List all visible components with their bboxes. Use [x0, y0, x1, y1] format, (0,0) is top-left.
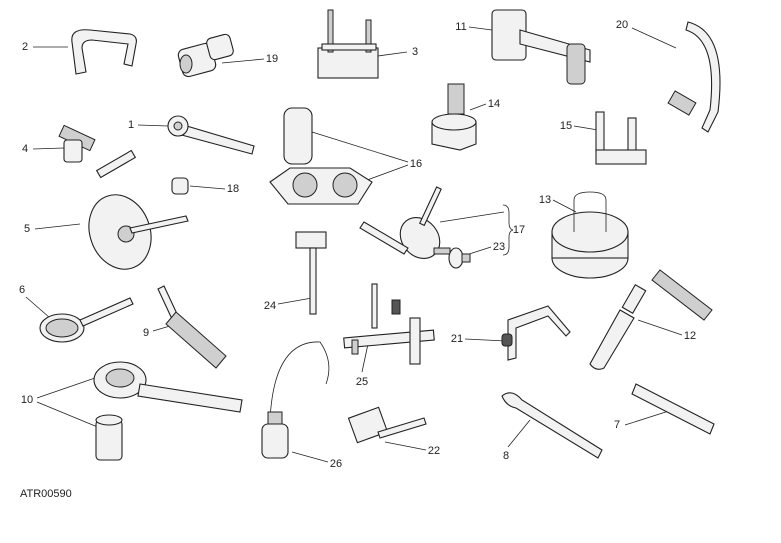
- callout-12: 12: [683, 330, 697, 342]
- callout-25: 25: [355, 376, 369, 388]
- callout-4: 4: [21, 143, 29, 155]
- tool-26-bottle: [261, 341, 330, 459]
- callout-22: 22: [427, 445, 441, 457]
- tool-4-puller-tbar: [58, 124, 137, 179]
- callout-20: 20: [615, 19, 629, 31]
- tool-19-socket: [177, 33, 234, 78]
- tool-18-nut: [171, 177, 189, 195]
- callout-6: 6: [18, 284, 26, 296]
- callout-11: 11: [455, 21, 467, 33]
- tool-13-cylinder-tool: [551, 191, 629, 279]
- tool-15-gauge-plate: [595, 111, 647, 165]
- tool-11-holder: [491, 9, 591, 85]
- callout-23: 23: [492, 241, 506, 253]
- tool-20-arc-bracket: [685, 21, 721, 133]
- tool-24-pin: [295, 231, 327, 315]
- tool-25-fixture: [343, 283, 435, 365]
- callout-24: 24: [263, 300, 277, 312]
- diagram-code: ATR00590: [20, 488, 72, 500]
- callout-5: 5: [23, 223, 31, 235]
- tool-12-ratchet-handle: [589, 269, 713, 370]
- tool-22-puller: [347, 406, 427, 444]
- callout-8: 8: [502, 450, 510, 462]
- callout-26: 26: [329, 458, 343, 470]
- callout-16: 16: [409, 158, 423, 170]
- leader-lines: [25, 26, 683, 463]
- tool-8-hook-wrench: [501, 392, 603, 459]
- tool-3-fixture-plate: [317, 9, 379, 79]
- callout-10: 10: [20, 394, 34, 406]
- tool-5-degree-wheel: [88, 194, 189, 270]
- tool-10-spanner-and-socket: [93, 361, 243, 461]
- tool-9-handle-tool: [157, 285, 227, 369]
- tool-1-wrench: [167, 115, 255, 155]
- callout-19: 19: [265, 53, 279, 65]
- tool-21-bracket: [501, 305, 571, 361]
- callout-18: 18: [226, 183, 240, 195]
- callout-1: 1: [127, 119, 135, 131]
- callout-7: 7: [613, 419, 621, 431]
- tool-16-socket-plate: [269, 107, 373, 205]
- tool-14-puller: [431, 83, 477, 151]
- callout-3: 3: [411, 46, 419, 58]
- callout-13: 13: [538, 194, 552, 206]
- callout-14: 14: [487, 98, 501, 110]
- tool-23-adapter: [448, 247, 471, 269]
- callout-9: 9: [142, 327, 150, 339]
- tool-6-filter-wrench: [39, 297, 134, 343]
- callout-15: 15: [559, 120, 573, 132]
- callout-2: 2: [21, 41, 29, 53]
- tool-17-dial-gauge: [359, 186, 451, 259]
- tool-7-pin-wrench: [631, 383, 715, 435]
- callout-17: 17: [512, 224, 526, 236]
- tool-2-hook-spanner: [71, 29, 137, 75]
- callout-21: 21: [450, 333, 464, 345]
